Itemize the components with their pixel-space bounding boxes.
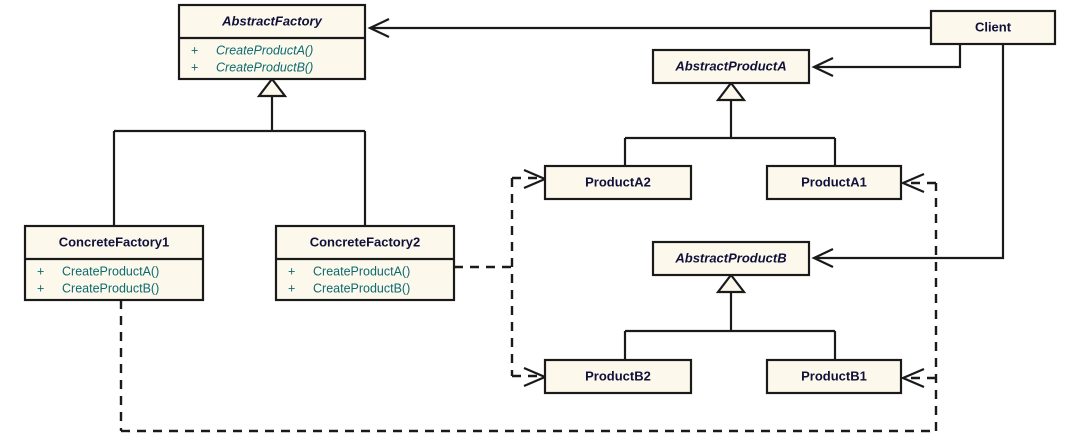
generalization-triangle-abstract-product-b [715, 273, 747, 294]
method-concrete-factory-2-0: CreateProductA() [313, 264, 410, 278]
class-box-client[interactable]: Client [929, 9, 1057, 46]
class-name-concrete-factory-2: ConcreteFactory2 [310, 234, 421, 249]
class-box-product-b2[interactable]: ProductB2 [543, 358, 693, 395]
class-name-product-b2: ProductB2 [585, 368, 651, 383]
class-name-client: Client [975, 19, 1012, 34]
class-box-abstract-product-b[interactable]: AbstractProductB [651, 240, 811, 277]
link-client-uses-abstract-product-a[interactable] [811, 44, 962, 77]
class-box-abstract-product-a[interactable]: AbstractProductA [651, 48, 811, 85]
generalization-triangle-abstract-product-a [715, 81, 747, 102]
class-name-product-a2: ProductA2 [585, 174, 651, 189]
link-client-uses-abstract-factory[interactable] [367, 18, 931, 38]
link-concrete-factories-generalize-abstract-factory[interactable] [112, 77, 367, 226]
class-name-product-b1: ProductB1 [801, 368, 867, 383]
link-products-b-generalize-abstract-product-b[interactable] [623, 273, 837, 360]
link-products-a-generalize-abstract-product-a[interactable] [623, 81, 837, 166]
class-box-concrete-factory-2[interactable]: ConcreteFactory2 + CreateProductA() + Cr… [274, 224, 456, 302]
method-concrete-factory-1-0: CreateProductA() [62, 264, 159, 278]
class-box-product-a1[interactable]: ProductA1 [765, 164, 903, 201]
method-abstract-factory-0: CreateProductA() [216, 43, 313, 57]
class-box-abstract-factory[interactable]: AbstractFactory + CreateProductA() + Cre… [177, 3, 367, 81]
method-abstract-factory-1: CreateProductB() [216, 60, 313, 74]
class-box-concrete-factory-1[interactable]: ConcreteFactory1 + CreateProductA() + Cr… [23, 224, 205, 302]
class-box-product-a2[interactable]: ProductA2 [543, 164, 693, 201]
method-concrete-factory-1-1: CreateProductB() [62, 281, 159, 295]
link-concrete-factory-2-creates-products-2[interactable] [454, 168, 548, 388]
class-name-abstract-product-b: AbstractProductB [674, 250, 786, 265]
link-concrete-factory-1-creates-products-1[interactable] [119, 172, 938, 433]
method-concrete-factory-2-1: CreateProductB() [313, 281, 410, 295]
generalization-triangle-abstract-factory [256, 77, 288, 98]
link-client-uses-abstract-product-b[interactable] [811, 44, 1005, 268]
class-name-product-a1: ProductA1 [801, 174, 867, 189]
visibility-concrete-factory-1-1: + [37, 281, 44, 295]
visibility-concrete-factory-1-0: + [37, 264, 44, 278]
visibility-abstract-factory-1: + [191, 60, 198, 74]
visibility-concrete-factory-2-0: + [288, 264, 295, 278]
dependency-arrow-product-b1 [900, 367, 925, 389]
class-name-concrete-factory-1: ConcreteFactory1 [59, 234, 170, 249]
visibility-concrete-factory-2-1: + [288, 281, 295, 295]
visibility-abstract-factory-0: + [191, 43, 198, 57]
class-box-product-b1[interactable]: ProductB1 [765, 358, 903, 395]
dependency-arrow-product-a1 [900, 172, 925, 194]
relationship-layer [112, 18, 1005, 433]
class-name-abstract-product-a: AbstractProductA [674, 58, 786, 73]
class-name-abstract-factory: AbstractFactory [221, 13, 322, 28]
